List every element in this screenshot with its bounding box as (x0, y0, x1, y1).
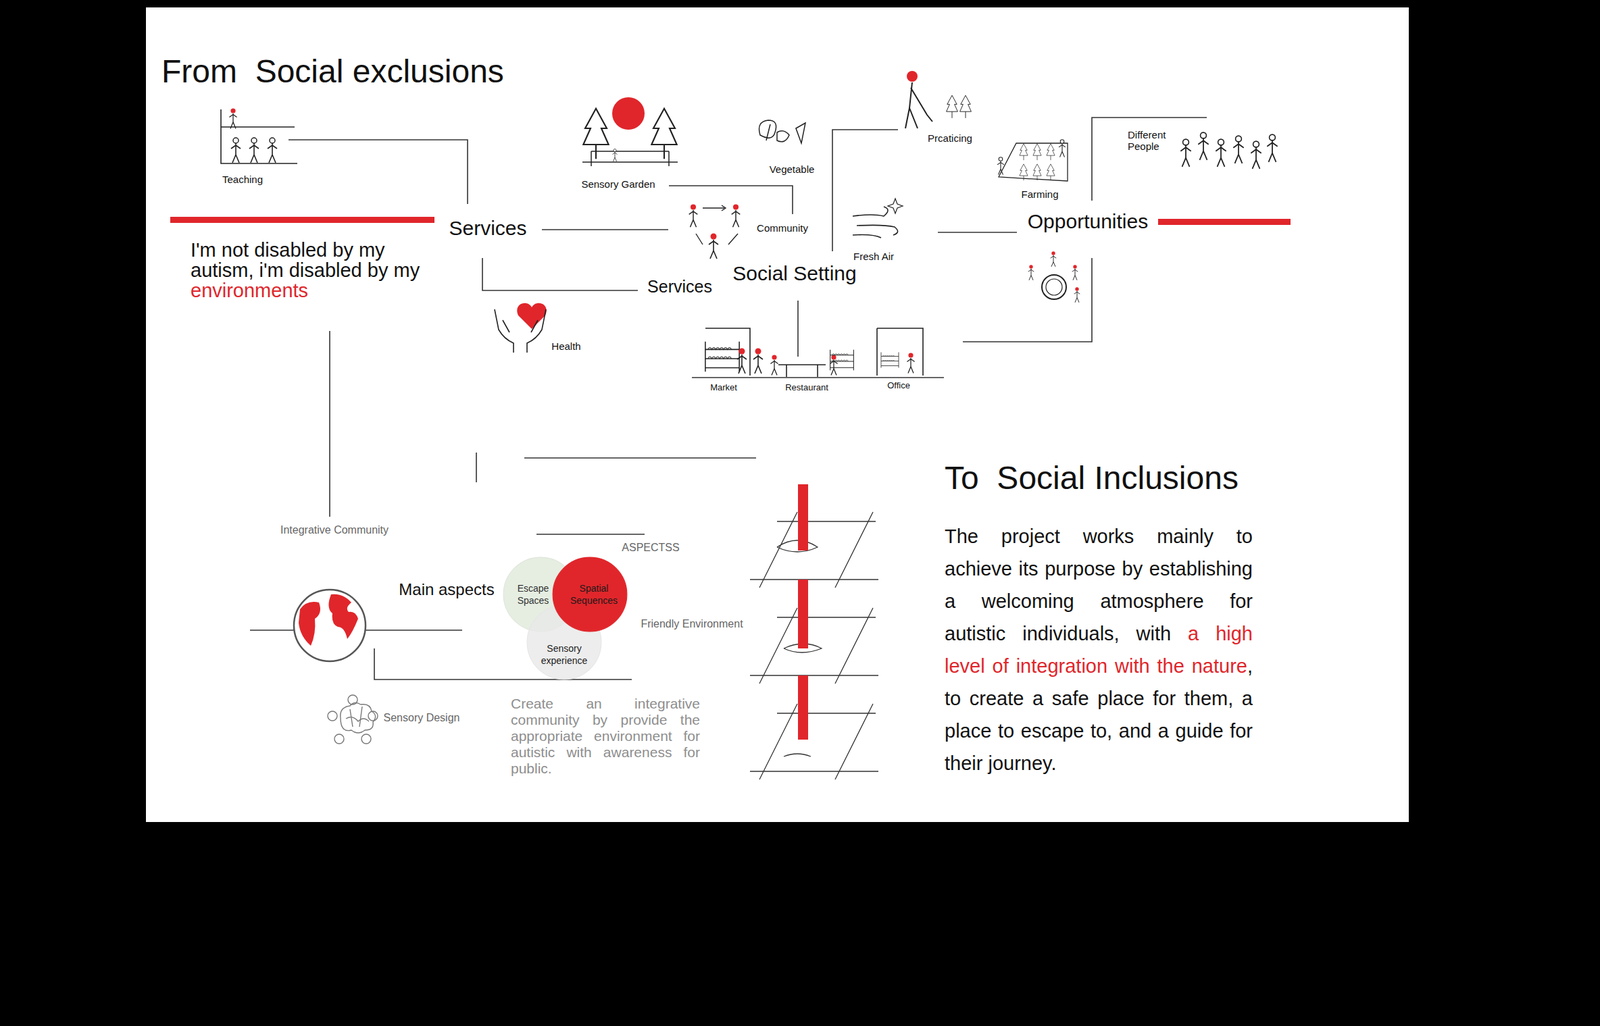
label: Friendly Environment (640, 618, 743, 631)
label: ASPECTSS (621, 541, 680, 555)
label: Restaurant (785, 383, 829, 394)
paragraph-text: I'm not disabled by my autism, i'm disab… (190, 239, 448, 281)
venn-circle: Spatial Sequences (552, 556, 628, 633)
label: Office (887, 381, 911, 392)
label: Sensory Design (383, 712, 461, 725)
label: Fresh Air (853, 250, 894, 263)
label: Sensory Garden (581, 178, 655, 190)
circle-fill (527, 605, 602, 680)
label: Teaching (222, 173, 263, 186)
label: Prcaticing (927, 132, 973, 144)
label: Health (551, 340, 581, 353)
circle-label: Sensory experience (533, 642, 596, 667)
circle-label: Escape Spaces (509, 582, 557, 607)
title: From Social exclusions (161, 52, 505, 90)
label: Opportunities (1027, 210, 1148, 234)
paragraph: I'm not disabled by my autism, i'm disab… (190, 239, 448, 301)
label: Market (710, 383, 738, 394)
label: Services (448, 216, 527, 241)
label: Different People (1127, 129, 1181, 153)
label: Community (756, 222, 809, 234)
paragraph-text: environments (190, 279, 309, 302)
paragraph: The project works mainly to achieve its … (944, 520, 1253, 780)
paragraph-text: Create an integrative community by provi… (510, 695, 700, 777)
circle-label: Spatial Sequences (566, 582, 621, 607)
label: Services (647, 277, 713, 297)
label: Farming (1020, 188, 1059, 200)
paragraph: Create an integrative community by provi… (510, 695, 700, 778)
circle-fill (552, 557, 628, 632)
circle-text-box: Spatial Sequences (566, 556, 621, 633)
label: Vegetable (769, 163, 815, 175)
heading: To Social Inclusions (944, 459, 1239, 497)
circle-text-box: Sensory experience (533, 634, 596, 675)
label: Main aspects (398, 580, 494, 600)
label: Social Setting (732, 262, 857, 286)
circle-shape (552, 556, 628, 633)
label: Integrative Community (280, 524, 389, 537)
